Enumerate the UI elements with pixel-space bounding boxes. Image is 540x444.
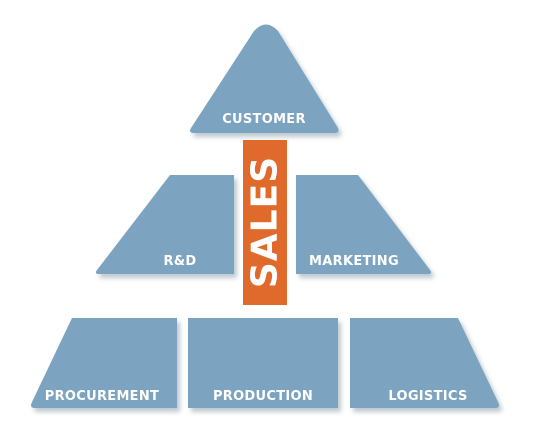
marketing-label: MARKETING — [309, 254, 399, 269]
customer-block — [190, 24, 339, 133]
sales-bar — [243, 140, 287, 305]
logistics-label: LOGISTICS — [388, 389, 467, 404]
rd-block — [95, 175, 234, 274]
logistics-block — [350, 318, 499, 408]
production-block — [188, 318, 338, 408]
marketing-block — [296, 175, 432, 274]
rd-label: R&D — [163, 254, 196, 269]
procurement-label: PROCUREMENT — [45, 389, 159, 404]
sales-label: SALES — [245, 156, 286, 288]
production-label: PRODUCTION — [213, 389, 313, 404]
customer-label: CUSTOMER — [222, 112, 306, 127]
procurement-block — [31, 318, 177, 408]
